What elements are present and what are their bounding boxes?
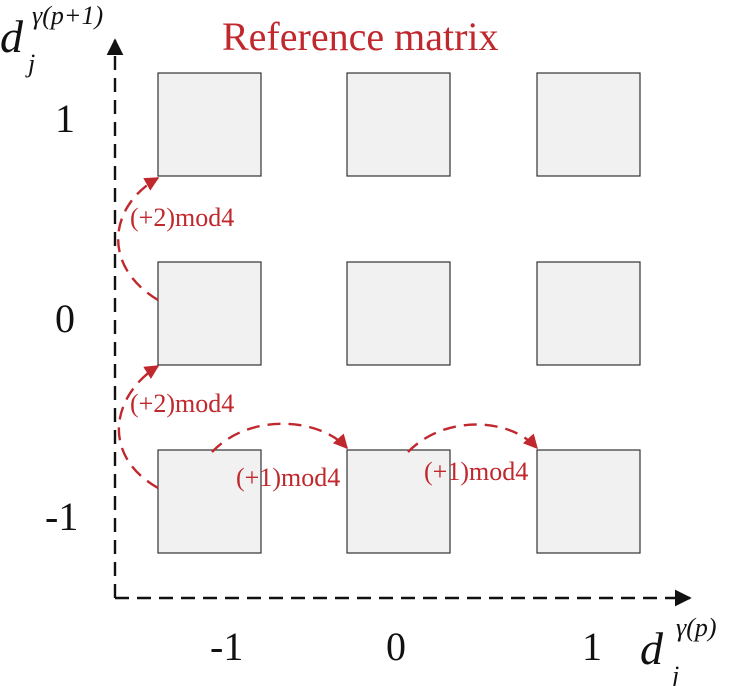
cell-minus1-minus1	[157, 449, 262, 554]
transition-label-0-to-1: (+2)mod4	[130, 203, 234, 232]
cell-0-0	[346, 261, 451, 366]
y-axis-label: d j γ(p+1)	[0, 1, 103, 78]
transition-label-x-0-to-1: (+1)mod4	[424, 457, 528, 486]
cell-1-1	[536, 72, 641, 177]
cell-minus1-0	[157, 261, 262, 366]
x-axis-label-sub: j	[669, 661, 679, 686]
transition-label-minus1-to-0: (+2)mod4	[130, 389, 234, 418]
y-axis-label-main: d	[0, 11, 24, 62]
diagram-title: Reference matrix	[222, 14, 499, 59]
transition-arrow-x-minus1-to-0	[211, 422, 348, 453]
transition-label-x-minus1-to-0: (+1)mod4	[236, 463, 340, 492]
x-axis-label-main: d	[640, 623, 664, 674]
x-axis-label-sup: γ(p)	[676, 613, 717, 642]
cell-0-1	[346, 72, 451, 177]
transition-arrow-x-0-to-1	[407, 423, 538, 453]
transition-arrow-0-to-1	[117, 176, 160, 302]
x-tick-0: 0	[386, 624, 406, 669]
cell-0-minus1	[346, 449, 451, 554]
y-axis-label-sub: j	[25, 49, 35, 78]
cell-1-minus1	[536, 449, 641, 554]
x-tick-minus-1: -1	[210, 624, 243, 669]
matrix-grid	[157, 72, 641, 554]
x-axis-label: d j γ(p)	[640, 613, 717, 686]
y-tick-1: 1	[55, 96, 75, 141]
cell-1-0	[536, 261, 641, 366]
transition-arrow-minus1-to-0	[117, 364, 160, 490]
y-axis-label-sup: γ(p+1)	[32, 1, 103, 30]
cell-minus1-1	[157, 72, 262, 177]
y-tick-0: 0	[55, 296, 75, 341]
y-tick-minus-1: -1	[45, 494, 78, 539]
x-tick-1: 1	[582, 624, 602, 669]
